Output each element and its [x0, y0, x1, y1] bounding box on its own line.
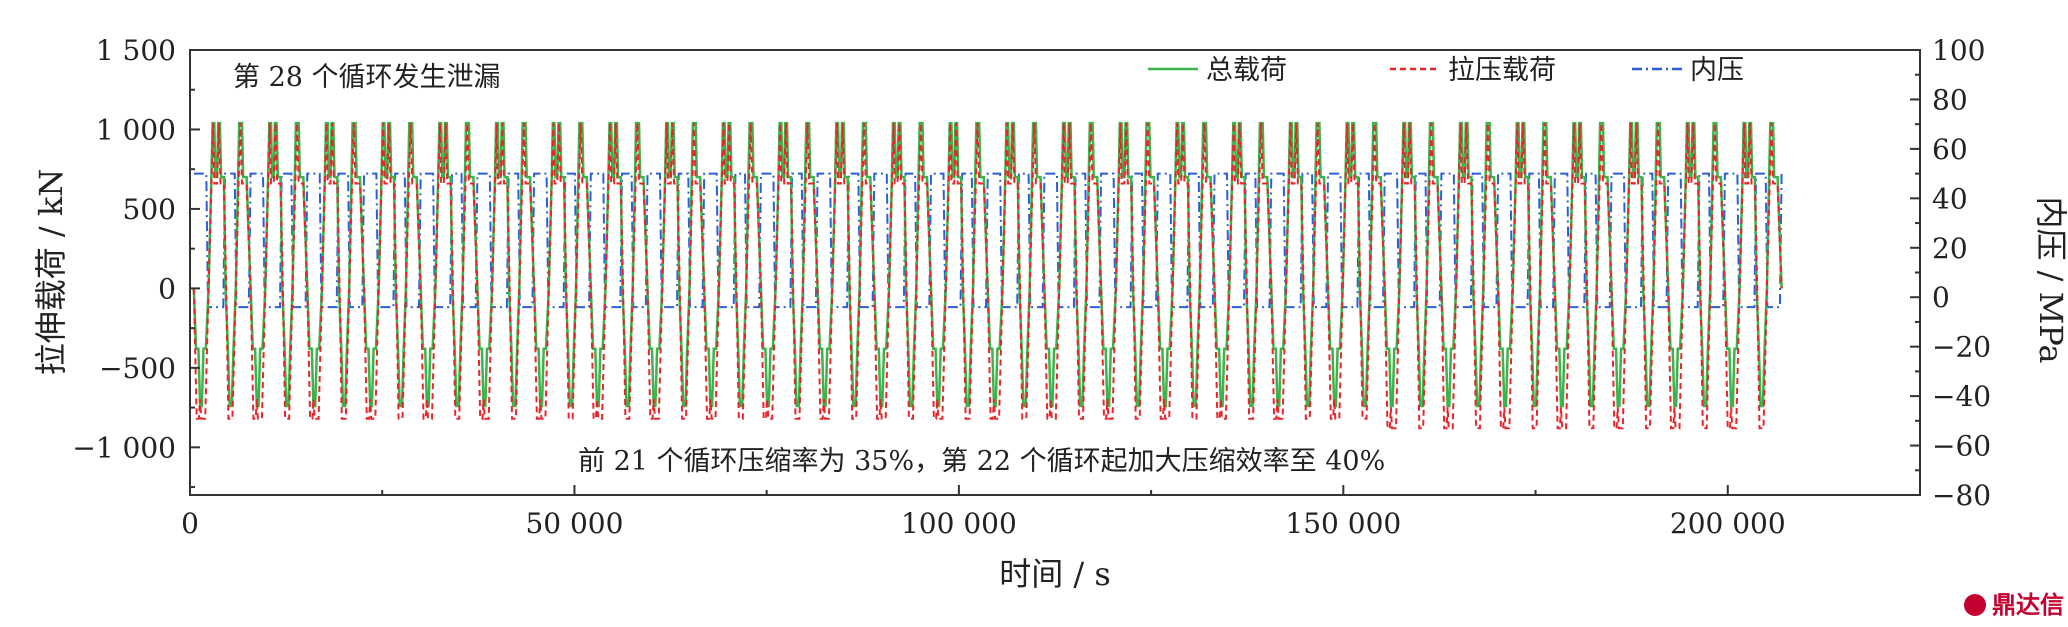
right-y-axis-label: 内压 / MPa: [2032, 196, 2068, 363]
plot-area-frame: [189, 49, 1921, 496]
x-tick-label: 100 000: [901, 507, 1017, 540]
left-y-axis-label: 拉伸载荷 / kN: [32, 169, 70, 376]
x-axis-label: 时间 / s: [999, 555, 1111, 593]
compression-annotation: 前 21 个循环压缩率为 35%，第 22 个循环起加大压缩效率至 40%: [578, 446, 1385, 477]
x-tick-label: 150 000: [1285, 507, 1401, 540]
legend-label-total-load: 总载荷: [1206, 55, 1287, 86]
right-y-tick-label: 80: [1932, 83, 1968, 116]
brand-logo-text: 鼎达信: [1992, 591, 2064, 619]
right-y-tick-label: 60: [1932, 133, 1968, 166]
right-y-tick-label: −20: [1932, 331, 1991, 364]
series-layer: [192, 121, 1783, 430]
left-y-tick-label: −500: [99, 352, 176, 385]
left-y-tick-label: −1 000: [72, 431, 176, 464]
legend-label-tension-compression-load: 拉压载荷: [1448, 55, 1556, 86]
right-y-tick-label: −80: [1932, 479, 1991, 512]
left-y-tick-label: 1 000: [96, 113, 176, 146]
x-tick-label: 200 000: [1670, 507, 1786, 540]
x-tick-label: 50 000: [525, 507, 623, 540]
ticks-layer: 0 50 000 100 000 150 000 200 000 1 500 1 000 50…: [72, 34, 1991, 540]
left-y-tick-label: 0: [158, 272, 176, 305]
right-y-tick-label: 40: [1932, 182, 1968, 215]
legend-label-internal-pressure: 内压: [1690, 55, 1744, 86]
series-line-tension-compression-load: [192, 123, 1783, 430]
left-y-tick-label: 500: [123, 193, 176, 226]
right-y-tick-label: 100: [1932, 34, 1985, 67]
left-y-tick-label: 1 500: [96, 34, 176, 67]
right-y-tick-label: 20: [1932, 232, 1968, 265]
right-y-tick-label: −40: [1932, 380, 1991, 413]
right-y-tick-label: 0: [1932, 281, 1950, 314]
leak-annotation: 第 28 个循环发生泄漏: [233, 62, 501, 93]
brand-logo-mark-icon: [1964, 594, 1986, 616]
legend: 总载荷 拉压载荷 内压: [1148, 55, 1744, 86]
x-tick-label: 0: [181, 507, 199, 540]
right-y-tick-label: −60: [1932, 430, 1991, 463]
series-line-internal-pressure: [193, 172, 1783, 309]
brand-logo: 鼎达信: [1964, 591, 2064, 619]
